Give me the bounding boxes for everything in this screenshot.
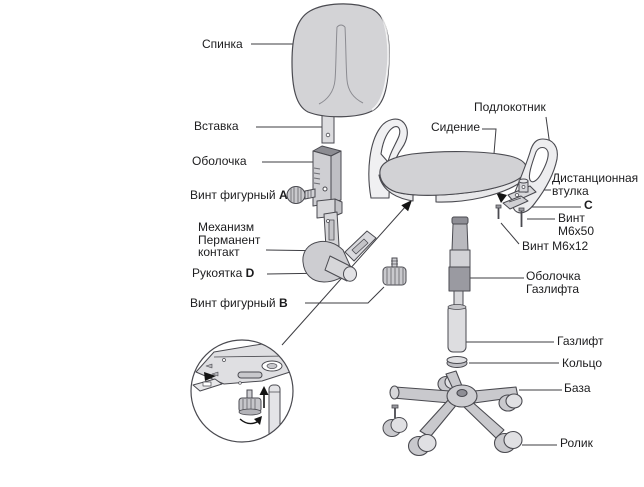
mechanism-part bbox=[302, 211, 377, 283]
bolt-m6x12-label: Винт M6x12 bbox=[522, 239, 589, 253]
caster-label: Ролик bbox=[560, 436, 593, 450]
inset-circle bbox=[190, 339, 294, 443]
armrest-label: Подлокотник bbox=[474, 100, 546, 114]
handle-label: Рукоятка D bbox=[192, 266, 255, 280]
gaslift-shell-label: Оболочка Газлифта bbox=[526, 269, 581, 296]
base-part bbox=[389, 370, 523, 457]
mechanism-label: Механизм Перманент контакт bbox=[198, 220, 261, 259]
bushing-label: Дистанционная втулка bbox=[552, 171, 639, 198]
ring-label: Кольцо bbox=[562, 356, 603, 370]
bushing-part bbox=[518, 178, 529, 193]
bolt-m6x12-leader bbox=[500, 222, 520, 245]
backrest-label: Спинка bbox=[202, 37, 243, 51]
bracket-part bbox=[502, 195, 529, 210]
bolt-m6x50-label: Винт M6x50 bbox=[558, 211, 595, 238]
base-label: База bbox=[564, 381, 591, 395]
key-c-label: C bbox=[584, 198, 593, 212]
screw-b-part bbox=[382, 257, 407, 286]
seat-part bbox=[378, 150, 527, 203]
caster-bottom-left bbox=[407, 433, 437, 457]
gaslift-shell-part bbox=[448, 216, 471, 306]
shell-label: Оболочка bbox=[192, 154, 247, 168]
shell-part bbox=[312, 145, 343, 219]
seat-label: Сидение bbox=[431, 120, 481, 134]
inset-knob-screw bbox=[238, 389, 262, 416]
gaslift-label: Газлифт bbox=[557, 334, 604, 348]
screw-a-label: Винт фигурный A bbox=[190, 188, 288, 202]
caster-right bbox=[498, 393, 523, 412]
mount-arrowhead bbox=[496, 192, 507, 203]
ring-part bbox=[446, 356, 468, 368]
detail-inset bbox=[190, 339, 294, 443]
screw-b-leader bbox=[305, 286, 385, 304]
insert-label: Вставка bbox=[194, 119, 239, 133]
inset-slide-arrow bbox=[204, 372, 216, 381]
gaslift-part bbox=[447, 304, 467, 353]
inset-up-arrow bbox=[259, 386, 269, 408]
caster-detached-part bbox=[382, 404, 408, 437]
backrest-part bbox=[291, 3, 390, 118]
inset-rotate-arrow bbox=[239, 416, 262, 425]
bolt-m6x50-part bbox=[518, 207, 525, 227]
inset-gaslift-rod bbox=[268, 384, 281, 438]
left-armrest-part bbox=[368, 118, 408, 199]
screw-a-part bbox=[286, 186, 316, 204]
bolt-m6x12-part bbox=[495, 204, 502, 219]
screw-b-label: Винт фигурный B bbox=[190, 296, 288, 310]
caster-bottom-right bbox=[493, 430, 523, 454]
inset-arrowhead bbox=[401, 200, 412, 212]
